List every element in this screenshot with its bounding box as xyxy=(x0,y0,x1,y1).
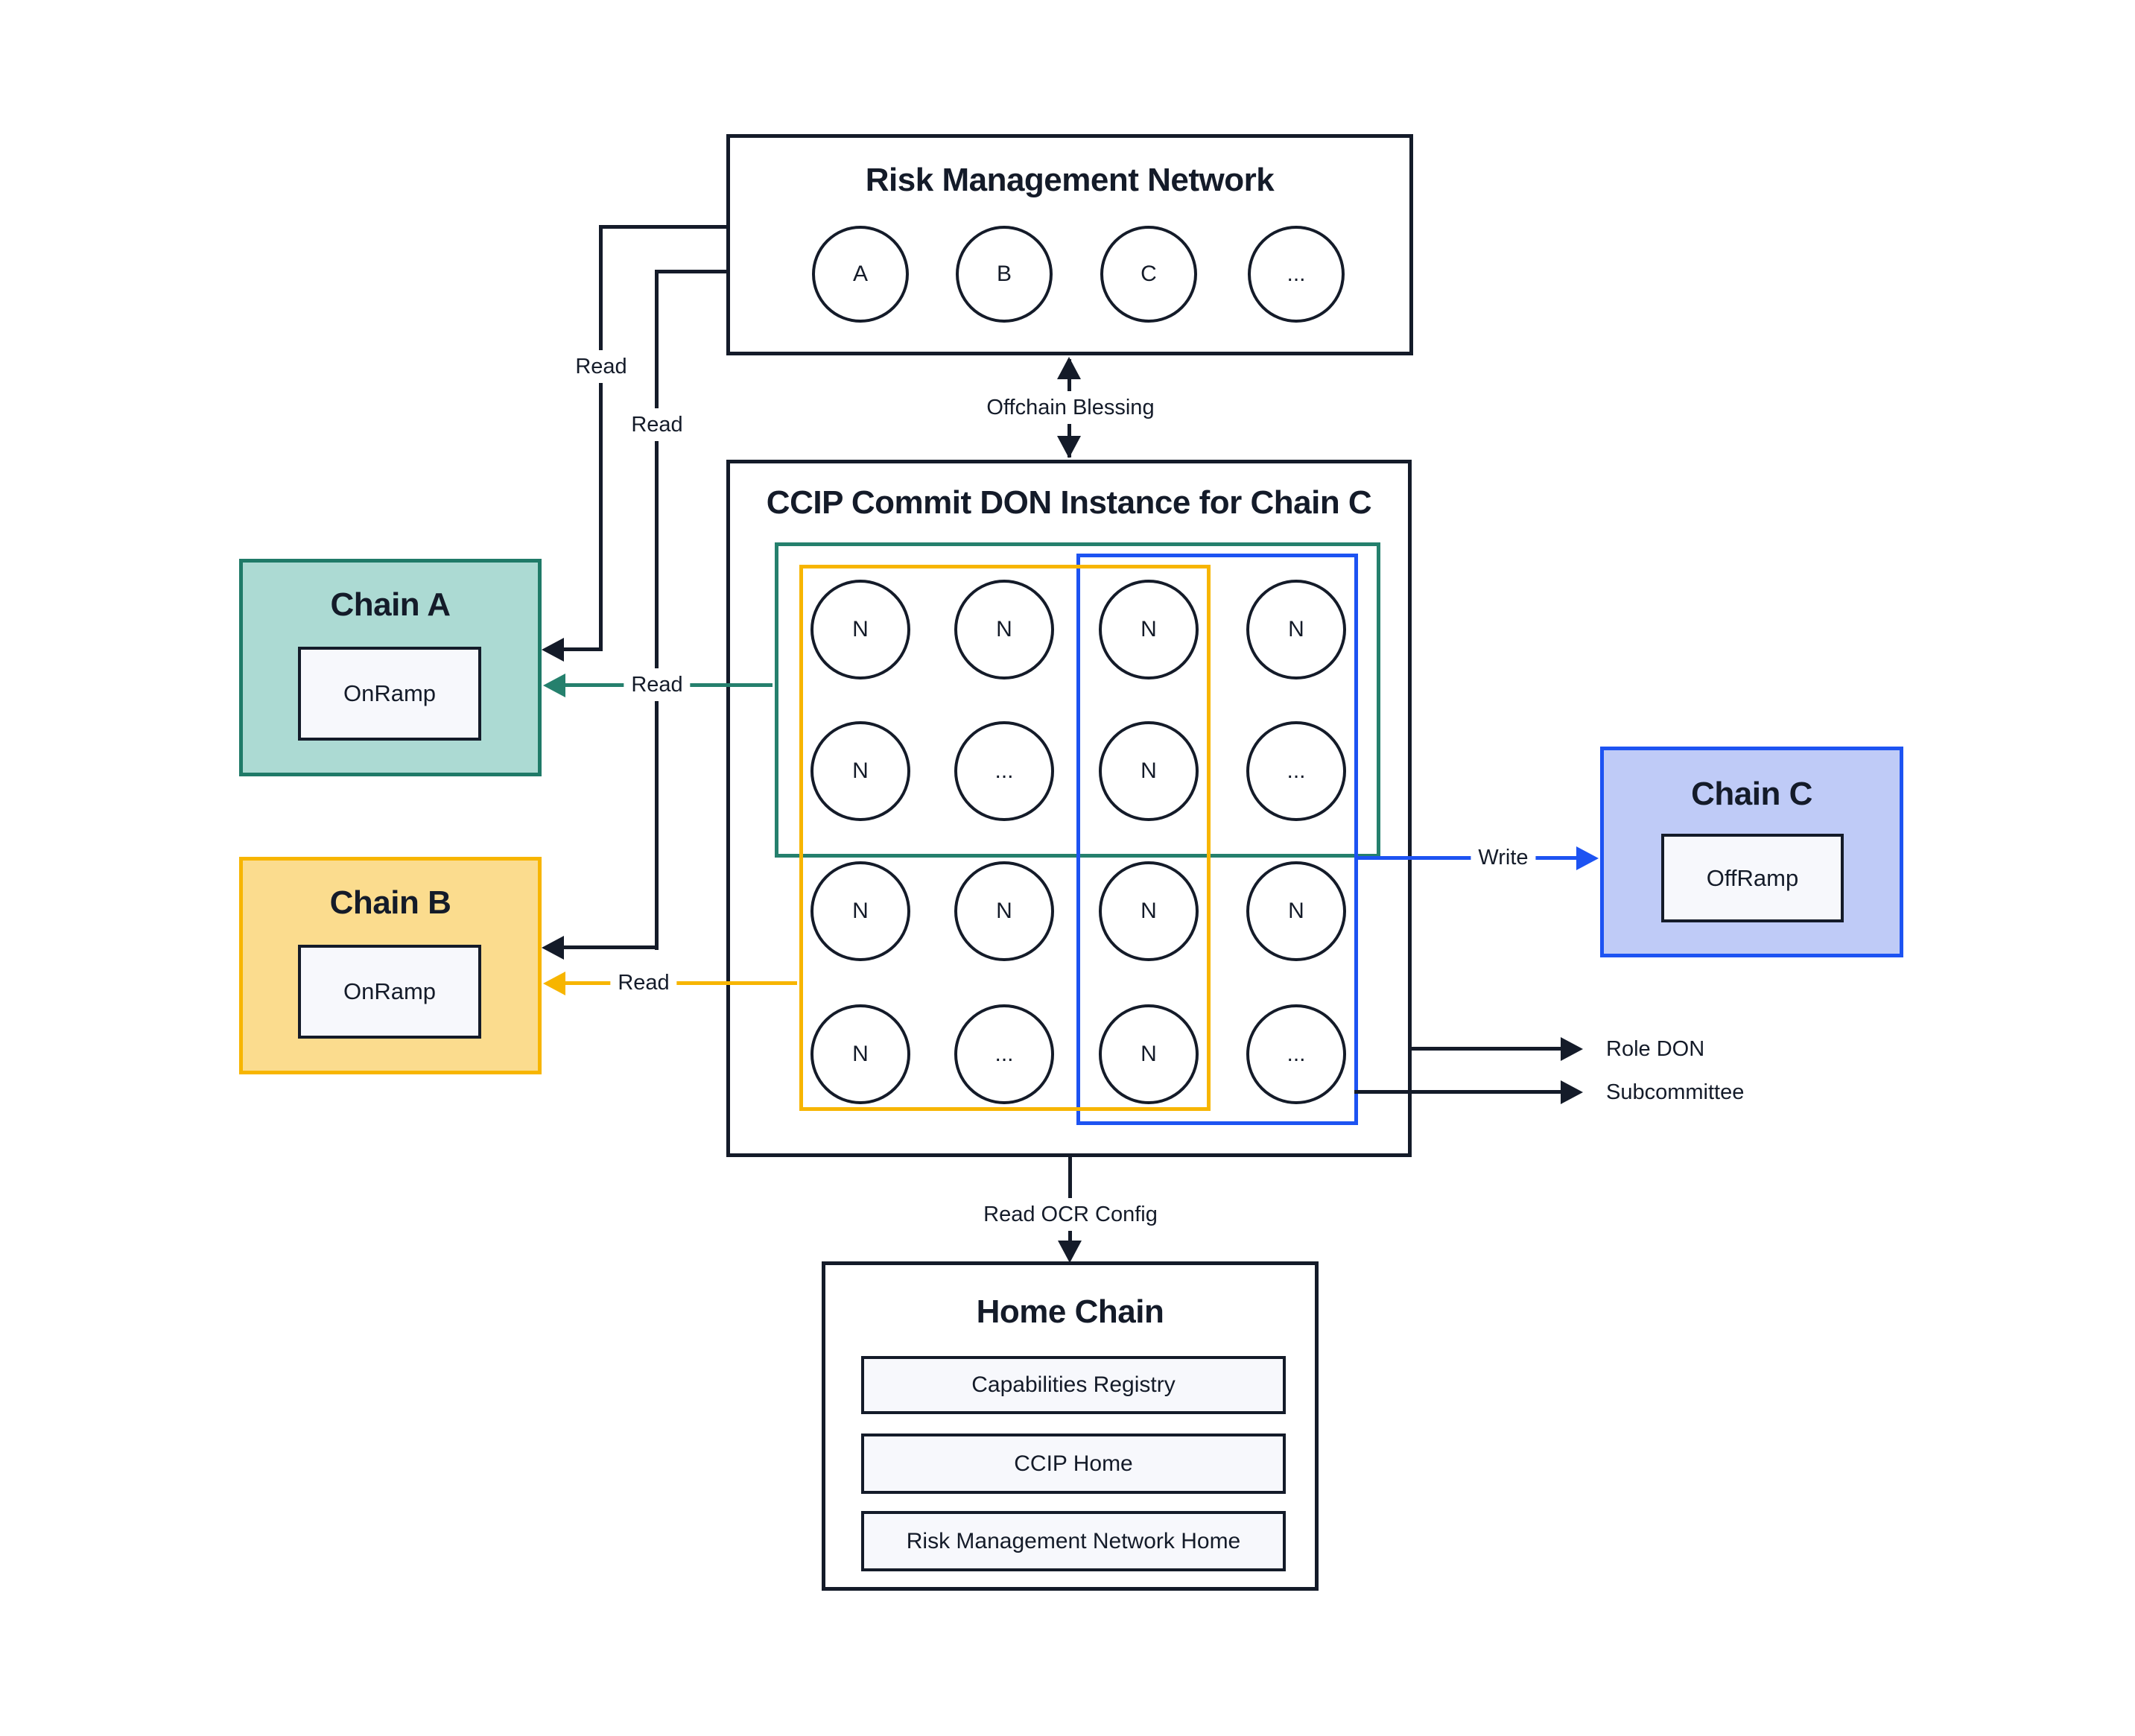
chain-c-title: Chain C xyxy=(1691,776,1812,812)
home-chain-title: Home Chain xyxy=(976,1293,1164,1330)
don-node: N xyxy=(1246,861,1346,961)
don-node: N xyxy=(810,721,910,821)
don-node: N xyxy=(810,1004,910,1104)
rmn-read-b-line xyxy=(655,270,726,273)
rmn-read-a-line xyxy=(599,225,603,651)
ccip-home-box: CCIP Home xyxy=(861,1434,1286,1494)
risk-management-network-home-box: Risk Management Network Home xyxy=(861,1511,1286,1571)
read-label-rmn-to-a: Read xyxy=(568,350,635,383)
don-node: N xyxy=(1099,861,1199,961)
rmn-read-b-line xyxy=(655,270,659,950)
write-label: Write xyxy=(1471,841,1536,874)
don-node: ... xyxy=(954,721,1054,821)
arrowhead xyxy=(1058,1241,1082,1263)
don-node: N xyxy=(954,580,1054,679)
rmn-read-a-line xyxy=(599,225,726,229)
commit-don-box: CCIP Commit DON Instance for Chain C N N… xyxy=(726,460,1412,1157)
read-ocr-config-label: Read OCR Config xyxy=(976,1198,1165,1231)
rmn-node-c: C xyxy=(1100,226,1197,323)
don-node: N xyxy=(810,580,910,679)
don-node: N xyxy=(1246,580,1346,679)
risk-management-network-box: Risk Management Network A B C ... xyxy=(726,134,1413,355)
chain-a-onramp-box: OnRamp xyxy=(298,647,481,741)
don-node: N xyxy=(1099,580,1199,679)
capabilities-registry-box: Capabilities Registry xyxy=(861,1356,1286,1414)
arrowhead xyxy=(1057,436,1081,458)
arrowhead xyxy=(542,936,564,960)
chain-a-box: Chain A OnRamp xyxy=(239,559,542,776)
arrowhead xyxy=(1057,357,1081,379)
chain-a-title: Chain A xyxy=(330,586,451,623)
arrowhead xyxy=(543,674,565,697)
don-node: N xyxy=(810,861,910,961)
read-label-don-to-b: Read xyxy=(610,966,677,999)
commit-don-title: CCIP Commit DON Instance for Chain C xyxy=(766,484,1372,521)
rmn-node-a: A xyxy=(812,226,909,323)
don-node: N xyxy=(954,861,1054,961)
arrowhead xyxy=(1576,846,1599,870)
subcommittee-line xyxy=(1354,1090,1561,1094)
subcommittee-label: Subcommittee xyxy=(1599,1076,1752,1109)
don-node: ... xyxy=(1246,721,1346,821)
arrowhead xyxy=(542,638,564,662)
rmn-read-a-line xyxy=(557,647,603,651)
chain-b-title: Chain B xyxy=(329,884,451,921)
read-chain-b-group-rect xyxy=(799,565,1211,1111)
role-don-line xyxy=(1412,1047,1561,1051)
rmn-read-b-line xyxy=(557,945,659,949)
chain-c-box: Chain C OffRamp xyxy=(1600,747,1903,957)
arrowhead xyxy=(543,972,565,995)
chain-b-onramp-box: OnRamp xyxy=(298,945,481,1039)
don-node: N xyxy=(1099,1004,1199,1104)
role-don-label: Role DON xyxy=(1599,1033,1713,1065)
arrowhead xyxy=(1561,1080,1583,1104)
don-node: ... xyxy=(1246,1004,1346,1104)
chain-b-box: Chain B OnRamp xyxy=(239,857,542,1074)
rmn-node-b: B xyxy=(956,226,1053,323)
read-label-rmn-to-b: Read xyxy=(624,408,691,441)
rmn-node-more: ... xyxy=(1248,226,1345,323)
chain-c-offramp-box: OffRamp xyxy=(1661,834,1844,922)
don-node: N xyxy=(1099,721,1199,821)
arrowhead xyxy=(1561,1037,1583,1061)
subcommittee-group-rect xyxy=(1076,554,1358,1125)
home-chain-box: Home Chain Capabilities Registry CCIP Ho… xyxy=(822,1261,1319,1591)
don-read-b-line xyxy=(559,981,797,985)
offchain-blessing-label: Offchain Blessing xyxy=(979,391,1162,424)
write-line xyxy=(1354,856,1578,860)
don-node: ... xyxy=(954,1004,1054,1104)
risk-management-network-title: Risk Management Network xyxy=(865,162,1275,198)
read-label-don-to-a: Read xyxy=(624,668,691,701)
